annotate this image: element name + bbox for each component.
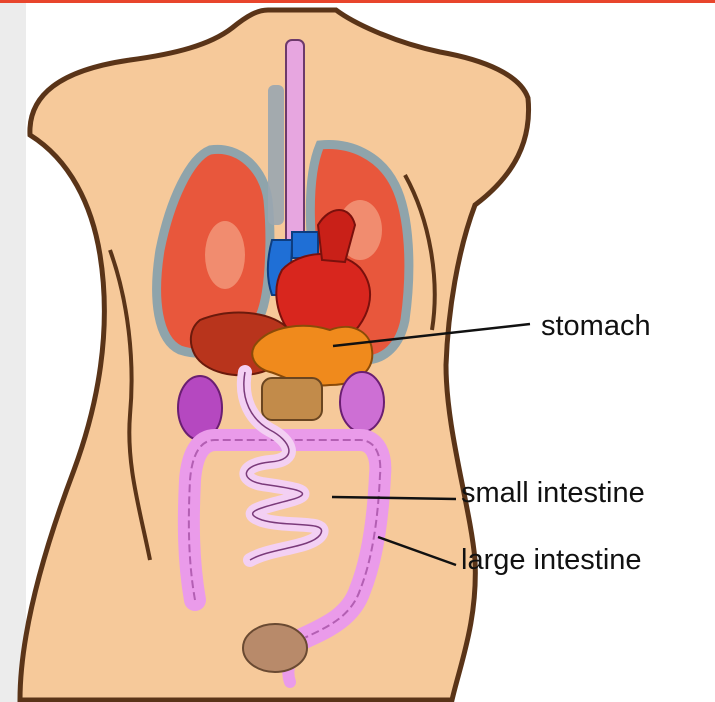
right-kidney: [340, 372, 384, 432]
label-stomach: stomach: [541, 312, 651, 341]
bladder: [243, 624, 307, 672]
label-large-intestine: large intestine: [461, 546, 642, 575]
pancreas: [262, 378, 322, 420]
lung-highlight: [205, 221, 245, 289]
label-small-intestine: small intestine: [461, 479, 645, 508]
trachea: [286, 40, 304, 250]
esophagus: [268, 85, 284, 225]
